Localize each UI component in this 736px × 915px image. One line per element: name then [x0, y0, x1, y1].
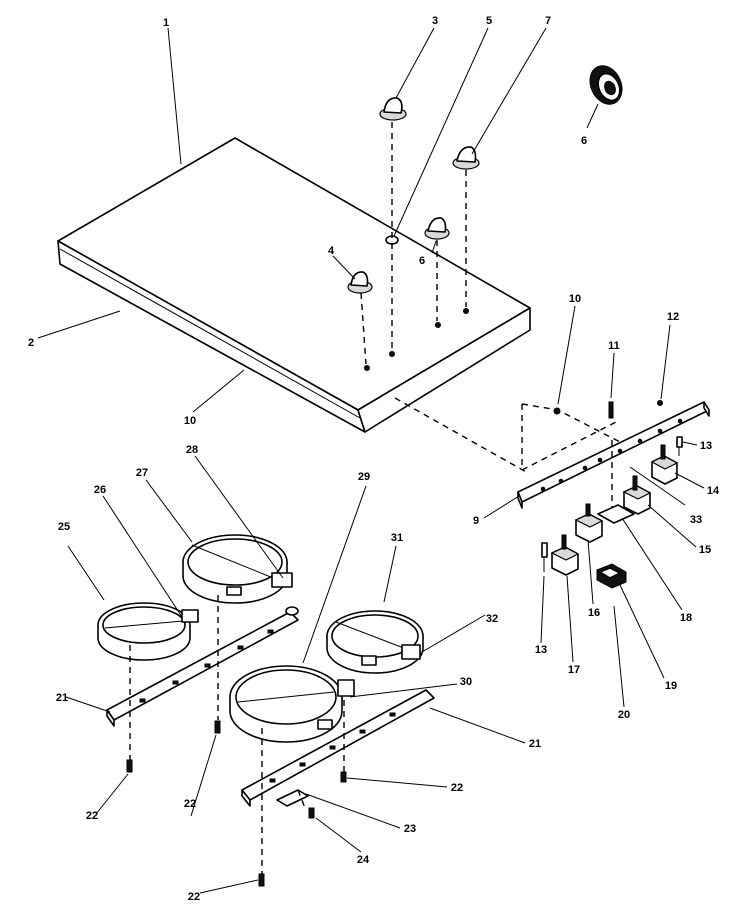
callout-30: 30	[460, 676, 472, 688]
callout-1: 1	[163, 17, 169, 29]
callout-22-middle: 22	[184, 798, 196, 810]
knob-assembly-lines	[360, 122, 467, 365]
callout-17: 17	[568, 664, 580, 676]
infinite-switch-14	[650, 444, 679, 485]
terminal-block-19	[596, 563, 627, 589]
control-knob-7	[452, 146, 480, 170]
callout-29: 29	[358, 471, 370, 483]
callout-9: 9	[473, 515, 479, 527]
callout-10-top: 10	[184, 415, 196, 427]
callout-32: 32	[486, 613, 498, 625]
callout-2: 2	[28, 337, 34, 349]
callout-21-right: 21	[529, 738, 541, 750]
switch-bracket	[517, 401, 710, 509]
control-knob-6	[424, 217, 450, 240]
heating-element-31	[326, 610, 424, 674]
callout-22-left: 22	[86, 810, 98, 822]
callout-33: 33	[690, 514, 702, 526]
callout-labels: 1 2 3 4 5 6 6 7 9 10 10 11 12 13 13 14 1…	[28, 15, 720, 903]
knob-insert-8	[589, 65, 623, 105]
heating-element-27	[182, 534, 293, 604]
callout-21-left: 21	[56, 692, 68, 704]
callout-22-right: 22	[451, 782, 463, 794]
switch-plate-18	[597, 504, 635, 524]
callout-22-bottom: 22	[188, 891, 200, 903]
callout-11: 11	[608, 340, 620, 352]
callout-13-bottom: 13	[535, 644, 547, 656]
heating-element-25	[97, 602, 199, 661]
screw-13-bottom	[541, 542, 548, 572]
callout-10-bracket: 10	[569, 293, 581, 305]
callout-7: 7	[545, 15, 551, 27]
callout-19: 19	[665, 680, 677, 692]
callout-26: 26	[94, 484, 106, 496]
screws-22	[126, 720, 347, 887]
infinite-switch-16	[574, 503, 604, 543]
callout-16: 16	[588, 607, 600, 619]
callout-28: 28	[186, 444, 198, 456]
callout-5: 5	[486, 15, 492, 27]
callout-24: 24	[357, 854, 370, 866]
control-knob-4	[347, 271, 373, 294]
infinite-switch-17	[550, 534, 580, 576]
control-knob-3	[379, 97, 407, 121]
callout-15: 15	[699, 544, 711, 556]
cooktop-glass-top	[57, 137, 531, 433]
callout-23: 23	[404, 823, 416, 835]
callout-13-top: 13	[700, 440, 712, 452]
callout-12: 12	[667, 311, 679, 323]
callout-20: 20	[618, 709, 630, 721]
callout-27: 27	[136, 467, 148, 479]
support-bracket-right	[241, 689, 435, 807]
callout-14: 14	[707, 485, 720, 497]
callout-6-insert: 6	[581, 135, 587, 147]
infinite-switch-15	[622, 475, 652, 515]
screw-dashed-lines	[129, 595, 345, 878]
callout-6-knob: 6	[419, 255, 425, 267]
leader-lines	[37, 27, 705, 894]
knob-mount-holes	[364, 308, 469, 371]
screw-13-top	[676, 436, 683, 456]
support-bracket-left	[106, 606, 299, 727]
callout-4: 4	[328, 245, 335, 257]
heating-element-29	[229, 665, 355, 743]
callout-3: 3	[432, 15, 438, 27]
small-fasteners-10-11-12	[553, 400, 663, 419]
callout-31: 31	[391, 532, 403, 544]
callout-18: 18	[680, 612, 692, 624]
callout-25: 25	[58, 521, 70, 533]
